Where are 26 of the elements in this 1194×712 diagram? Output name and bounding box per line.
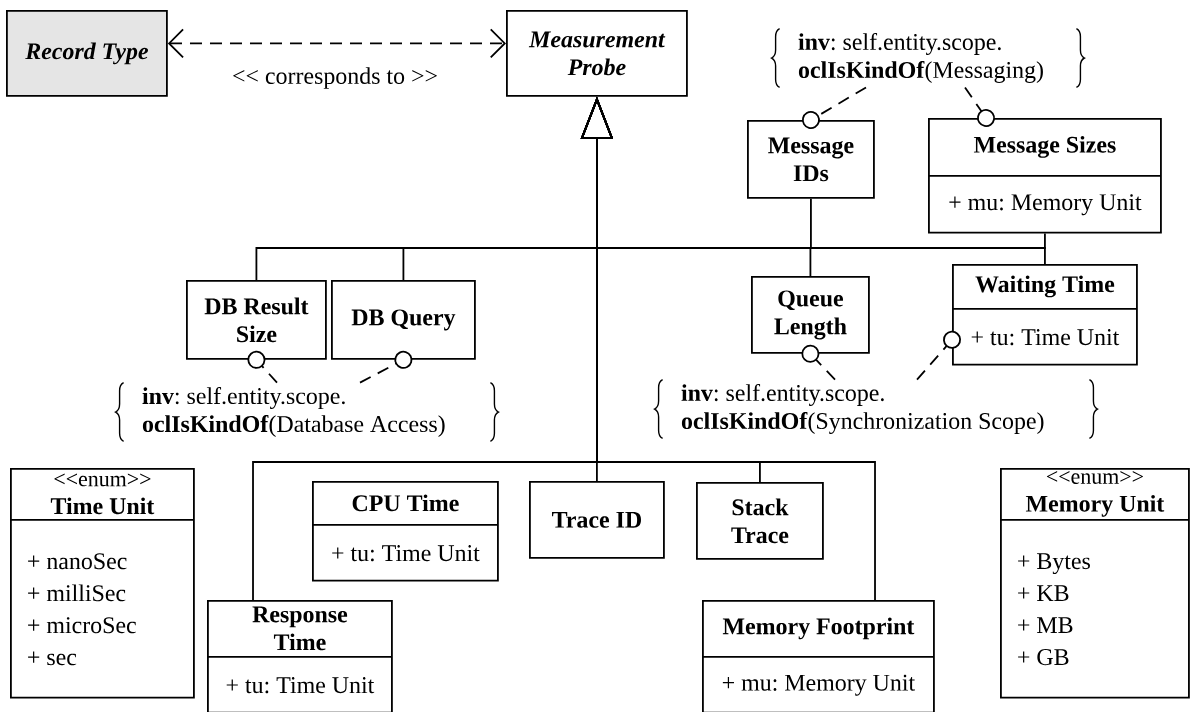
class-box: DB Query xyxy=(331,280,476,360)
class-box: CPU Time + tu: Time Unit xyxy=(312,481,499,582)
constraint-note: inv: self.entity.scope. oclIsKindOf(Synchronization Scope) xyxy=(653,378,1099,440)
class-box: Measurement Probe xyxy=(506,10,688,97)
constraint-line xyxy=(247,350,278,384)
class-box: Memory Footprint + mu: Memory Unit xyxy=(702,600,935,712)
constraint-line xyxy=(916,330,961,381)
class-box: Stack Trace xyxy=(696,482,824,560)
class-box: Message Sizes + mu: Memory Unit xyxy=(928,118,1162,234)
constraint-line xyxy=(359,350,413,384)
constraint-line xyxy=(801,86,867,129)
class-box: DB Result Size xyxy=(186,280,327,360)
class-box: <<enum>> Time Unit + nanoSec + milliSec + microSec + sec xyxy=(10,468,195,699)
class-box: Record Type xyxy=(6,10,168,97)
dependency-arrow xyxy=(167,28,506,59)
class-box: Trace ID xyxy=(529,481,665,559)
edge-label: << corresponds to >> xyxy=(230,65,440,91)
constraint-note: inv: self.entity.scope. oclIsKindOf(Messaging) xyxy=(770,27,1086,89)
class-box: Waiting Time + tu: Time Unit xyxy=(952,264,1138,366)
class-box: <<enum>> Memory Unit + Bytes + KB + MB + GB xyxy=(1000,468,1190,699)
class-box: Message IDs xyxy=(747,120,875,199)
constraint-line xyxy=(964,86,995,127)
constraint-note: inv: self.entity.scope. oclIsKindOf(Database Access) xyxy=(114,381,500,443)
class-box: Response Time + tu: Time Unit xyxy=(207,600,393,712)
class-box: Queue Length xyxy=(751,276,870,354)
constraint-line xyxy=(801,344,836,381)
